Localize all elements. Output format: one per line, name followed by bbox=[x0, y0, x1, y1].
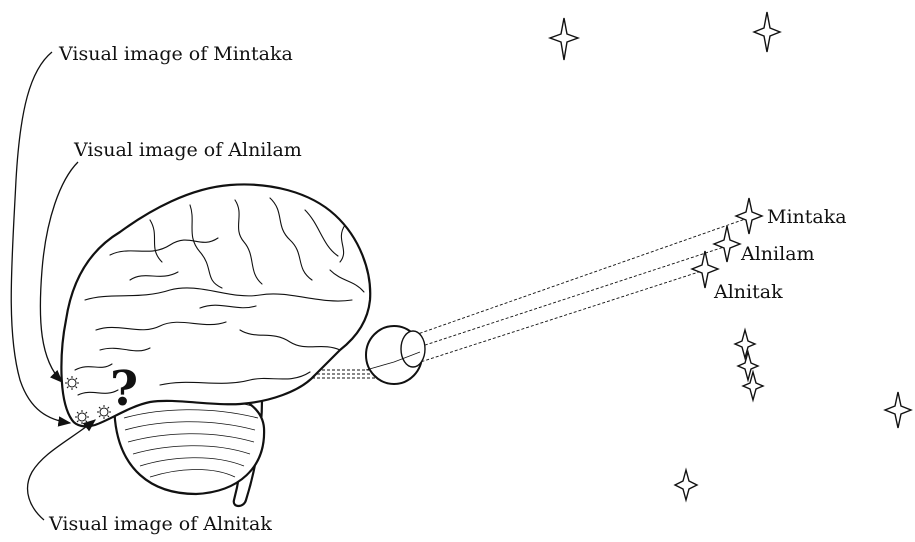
ray-mintaka bbox=[415, 218, 748, 335]
star-icon bbox=[675, 470, 697, 500]
star-label-alnilam: Alnilam bbox=[740, 243, 815, 265]
ray-alnilam bbox=[410, 246, 727, 350]
star-label-alnitak: Alnitak bbox=[713, 281, 783, 303]
star-mintaka-icon bbox=[736, 198, 762, 234]
star-label-mintaka: Mintaka bbox=[767, 206, 847, 228]
star-icon bbox=[754, 12, 780, 52]
star-field bbox=[550, 12, 911, 500]
ray-alnitak bbox=[405, 270, 705, 367]
label-visual-alnilam: Visual image of Alnilam bbox=[73, 139, 302, 161]
label-visual-mintaka: Visual image of Mintaka bbox=[58, 43, 293, 65]
label-visual-alnitak: Visual image of Alnitak bbox=[48, 513, 272, 535]
star-icon bbox=[885, 392, 911, 428]
question-mark: ? bbox=[110, 361, 138, 417]
star-icon bbox=[743, 372, 763, 400]
star-icon bbox=[735, 330, 755, 358]
brain-icon bbox=[61, 184, 370, 506]
arrow-alnitak bbox=[28, 420, 95, 520]
star-icon bbox=[738, 352, 758, 380]
star-icon bbox=[550, 18, 578, 60]
star-alnilam-icon bbox=[714, 226, 740, 262]
eye-icon bbox=[366, 326, 425, 384]
